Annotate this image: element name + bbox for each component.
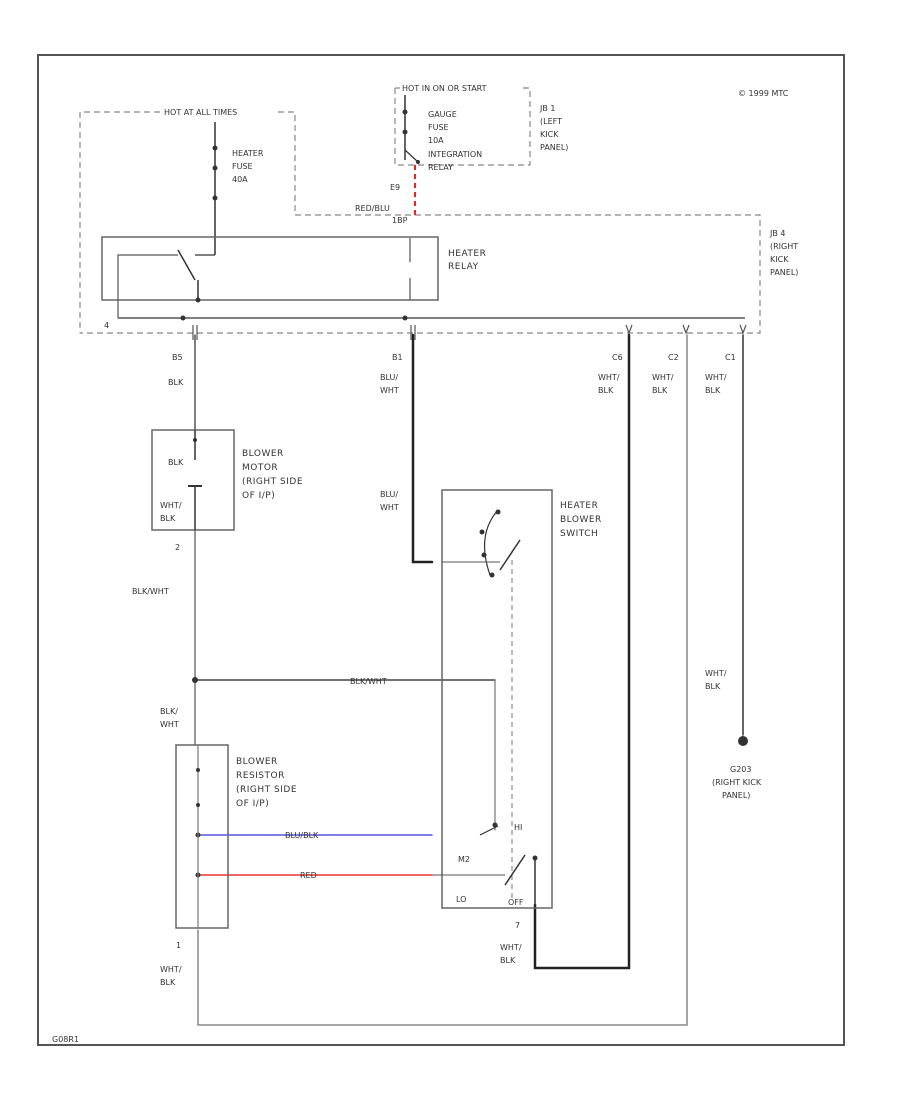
- e9-wire-color: RED/BLU: [355, 204, 390, 213]
- figure-id: G08R1: [52, 1035, 79, 1044]
- switch-m: M2: [458, 855, 470, 864]
- e9-connector: E9 RED/BLU 1BP: [355, 165, 416, 225]
- integration-relay: INTEGRATION RELAY: [404, 149, 485, 172]
- c2-wire-color: WHT/ BLK: [652, 373, 676, 395]
- red-wire-label: RED: [300, 871, 317, 880]
- b5-connector-label: B5: [172, 353, 183, 362]
- b5-wire-color: BLK: [168, 378, 184, 387]
- switch-lo: LO: [456, 895, 466, 904]
- ground-g203: G203 (RIGHT KICK PANEL): [712, 736, 764, 800]
- heater-fuse: HEATER FUSE 40A: [212, 122, 266, 238]
- diagram-border: [37, 54, 845, 1046]
- blower-motor-label: BLOWER MOTOR (RIGHT SIDE OF I/P): [242, 449, 306, 501]
- c2-connector-label: C2: [668, 353, 679, 362]
- c1-wire-color: WHT/ BLK: [705, 373, 729, 395]
- wires: [194, 333, 744, 1026]
- jb1-label: JB 1 (LEFT KICK PANEL): [539, 104, 568, 152]
- heater-relay: HEATER RELAY: [101, 236, 490, 303]
- b1-wire-color: BLU/ WHT: [380, 373, 401, 395]
- c6-connector-label: C6: [612, 353, 623, 362]
- c6-wire-color: WHT/ BLK: [598, 373, 622, 395]
- heater-fuse-label: HEATER FUSE 40A: [232, 149, 266, 184]
- gauge-fuse: GAUGE FUSE 10A: [402, 95, 459, 160]
- motor-top-wire: BLK: [168, 458, 184, 467]
- blk-wht-wire-label: BLK/WHT: [350, 677, 387, 686]
- copyright-text: © 1999 MTC: [738, 89, 789, 98]
- wire-return-loop: [197, 334, 688, 1026]
- heater-blower-switch: HI M2 LO OFF HEATER BLOWER SWITCH: [432, 489, 605, 909]
- hot-in-run-label: HOT IN ON OR START: [402, 84, 487, 93]
- resistor-in-wire-color: BLK/ WHT: [160, 707, 180, 729]
- motor-bottom-wire: WHT/ BLK: [160, 501, 184, 523]
- ground-label: G203 (RIGHT KICK PANEL): [712, 765, 764, 800]
- switch-out-wire-color: WHT/ BLK: [500, 943, 524, 965]
- heater-blower-switch-label: HEATER BLOWER SWITCH: [560, 501, 605, 539]
- c1-connector-label: C1: [725, 353, 736, 362]
- e9-ref: 1BP: [392, 216, 408, 225]
- heater-relay-label: HEATER RELAY: [448, 249, 490, 272]
- motor-pin: 2: [175, 543, 180, 552]
- hot-at-all-times-box: HOT AT ALL TIMES: [79, 108, 761, 334]
- motor-out-wire-color: BLK/WHT: [132, 587, 169, 596]
- hot-at-all-times-label: HOT AT ALL TIMES: [164, 108, 237, 117]
- c1-ground-wire-color: WHT/ BLK: [705, 669, 729, 691]
- e9-label: E9: [390, 183, 400, 192]
- switch-hi: HI: [514, 823, 522, 832]
- bus-end: 4: [104, 321, 109, 330]
- wire-c6: [533, 333, 631, 970]
- resistor-out-wire-color: WHT/ BLK: [160, 965, 184, 987]
- blower-resistor: BLOWER RESISTOR (RIGHT SIDE OF I/P): [175, 744, 300, 929]
- switch-pin: 7: [515, 921, 520, 930]
- b1-lower-wire-color: BLU/ WHT: [380, 490, 401, 512]
- hot-in-run-box: HOT IN ON OR START: [394, 84, 531, 166]
- blower-motor: BLK WHT/ BLK BLOWER MOTOR (RIGHT SIDE OF…: [151, 429, 306, 531]
- wire-b1: [411, 333, 434, 564]
- connector-stubs: [192, 324, 747, 340]
- resistor-pin: 1: [176, 941, 181, 950]
- blu-blk-wire-label: BLU/BLK: [285, 831, 319, 840]
- gauge-fuse-label: GAUGE FUSE 10A: [428, 110, 459, 145]
- integration-relay-label: INTEGRATION RELAY: [428, 150, 485, 172]
- blower-resistor-label: BLOWER RESISTOR (RIGHT SIDE OF I/P): [236, 757, 300, 809]
- b1-connector-label: B1: [392, 353, 403, 362]
- switch-off: OFF: [508, 898, 524, 907]
- jb4-label: JB 4 (RIGHT KICK PANEL): [769, 229, 801, 277]
